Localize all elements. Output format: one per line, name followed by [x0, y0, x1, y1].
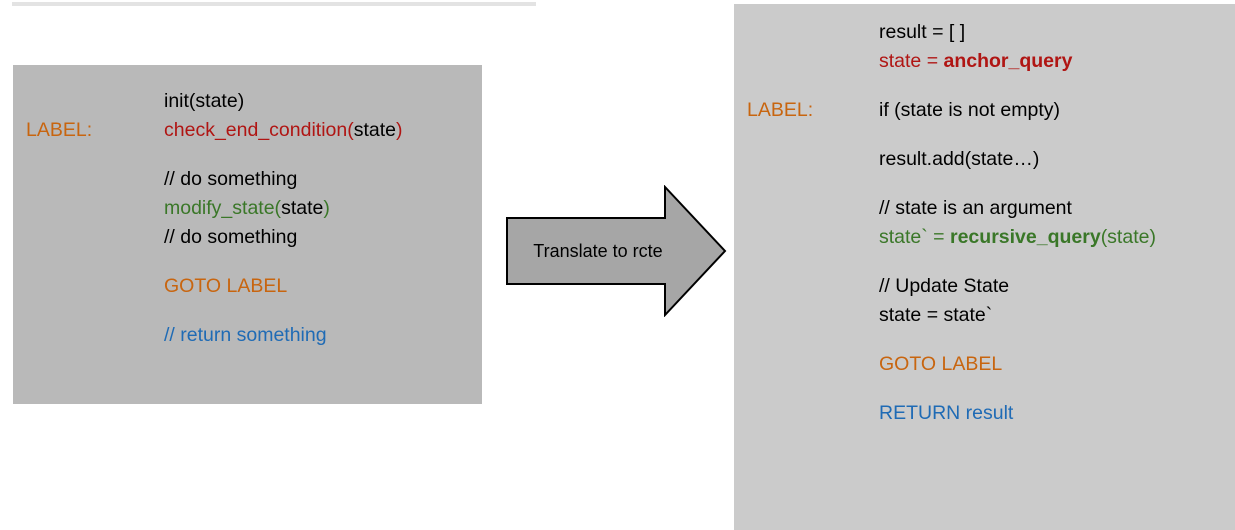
code-line-body: // do something	[164, 223, 297, 252]
arrow-right-icon	[506, 185, 727, 317]
code-token: )	[396, 119, 403, 141]
code-token: check_end_condition(	[164, 119, 354, 141]
code-line: state = anchor_query	[747, 47, 1235, 76]
code-token: init(state)	[164, 90, 245, 112]
code-token: state =	[879, 50, 944, 72]
code-line-body: state = anchor_query	[879, 47, 1072, 76]
code-line-spacer	[747, 125, 1235, 145]
code-line-spacer	[747, 330, 1235, 350]
code-token: GOTO LABEL	[879, 353, 1003, 375]
code-token: state	[353, 119, 396, 141]
code-label-gutter: LABEL:	[26, 119, 93, 141]
code-token: RETURN result	[879, 402, 1014, 424]
code-line: GOTO LABEL	[747, 350, 1235, 379]
code-token: // Update State	[879, 275, 1010, 297]
top-divider-rule	[12, 2, 536, 6]
code-token: (state)	[1100, 226, 1156, 248]
code-line-body: // state is an argument	[879, 194, 1072, 223]
code-line-body: result = [ ]	[879, 18, 965, 47]
code-token: GOTO LABEL	[164, 275, 288, 297]
code-line-body: init(state)	[164, 87, 244, 116]
code-token: result = [ ]	[879, 21, 966, 43]
code-line-body: result.add(state…)	[879, 145, 1039, 174]
code-line-spacer	[26, 301, 495, 321]
code-line: result = [ ]	[747, 18, 1235, 47]
code-label-gutter: LABEL:	[747, 99, 814, 121]
code-line-body: check_end_condition(state)	[164, 116, 403, 145]
code-line: state` = recursive_query(state)	[747, 223, 1235, 252]
code-line: // do something	[26, 165, 495, 194]
code-line-spacer	[26, 145, 495, 165]
translate-arrow: Translate to rcte	[505, 185, 727, 317]
code-line-body: GOTO LABEL	[879, 350, 1002, 379]
code-line: init(state)	[26, 87, 495, 116]
code-line-spacer	[747, 174, 1235, 194]
code-token: state = state`	[879, 304, 993, 326]
code-line: LABEL: if (state is not empty)	[747, 96, 1235, 125]
code-line: state = state`	[747, 301, 1235, 330]
code-line: LABEL: check_end_condition(state)	[26, 116, 495, 145]
code-line-spacer	[26, 252, 495, 272]
code-line: RETURN result	[747, 399, 1235, 428]
code-line-body: GOTO LABEL	[164, 272, 287, 301]
code-line-body: // return something	[164, 321, 327, 350]
code-line: // Update State	[747, 272, 1235, 301]
code-line-body: modify_state(state)	[164, 194, 330, 223]
code-line: // do something	[26, 223, 495, 252]
code-token: recursive_query	[950, 226, 1101, 248]
arrow-label: Translate to rcte	[533, 240, 663, 261]
code-line-spacer	[747, 252, 1235, 272]
code-token: // do something	[164, 168, 298, 190]
code-line: GOTO LABEL	[26, 272, 495, 301]
code-token: modify_state(	[164, 197, 282, 219]
code-line: // state is an argument	[747, 194, 1235, 223]
code-line-body: if (state is not empty)	[879, 96, 1060, 125]
code-line-body: RETURN result	[879, 399, 1013, 428]
code-token: // do something	[164, 226, 298, 248]
code-line: modify_state(state)	[26, 194, 495, 223]
code-line-body: // Update State	[879, 272, 1009, 301]
code-token: // return something	[164, 324, 327, 346]
code-line: result.add(state…)	[747, 145, 1235, 174]
left-code-block: init(state)LABEL:check_end_condition(sta…	[13, 65, 495, 350]
left-code-panel: init(state)LABEL:check_end_condition(sta…	[13, 65, 482, 404]
code-token: // state is an argument	[879, 197, 1072, 219]
code-token: state	[281, 197, 324, 219]
code-line-spacer	[747, 76, 1235, 96]
code-line: // return something	[26, 321, 495, 350]
code-line-body: state = state`	[879, 301, 992, 330]
code-token: anchor_query	[943, 50, 1073, 72]
code-line-spacer	[747, 379, 1235, 399]
code-token: if (state is not empty)	[879, 99, 1060, 121]
code-line-body: state` = recursive_query(state)	[879, 223, 1156, 252]
code-token: state` =	[879, 226, 950, 248]
code-line-body: // do something	[164, 165, 297, 194]
code-token: )	[323, 197, 330, 219]
code-token: result.add(state…)	[879, 148, 1040, 170]
